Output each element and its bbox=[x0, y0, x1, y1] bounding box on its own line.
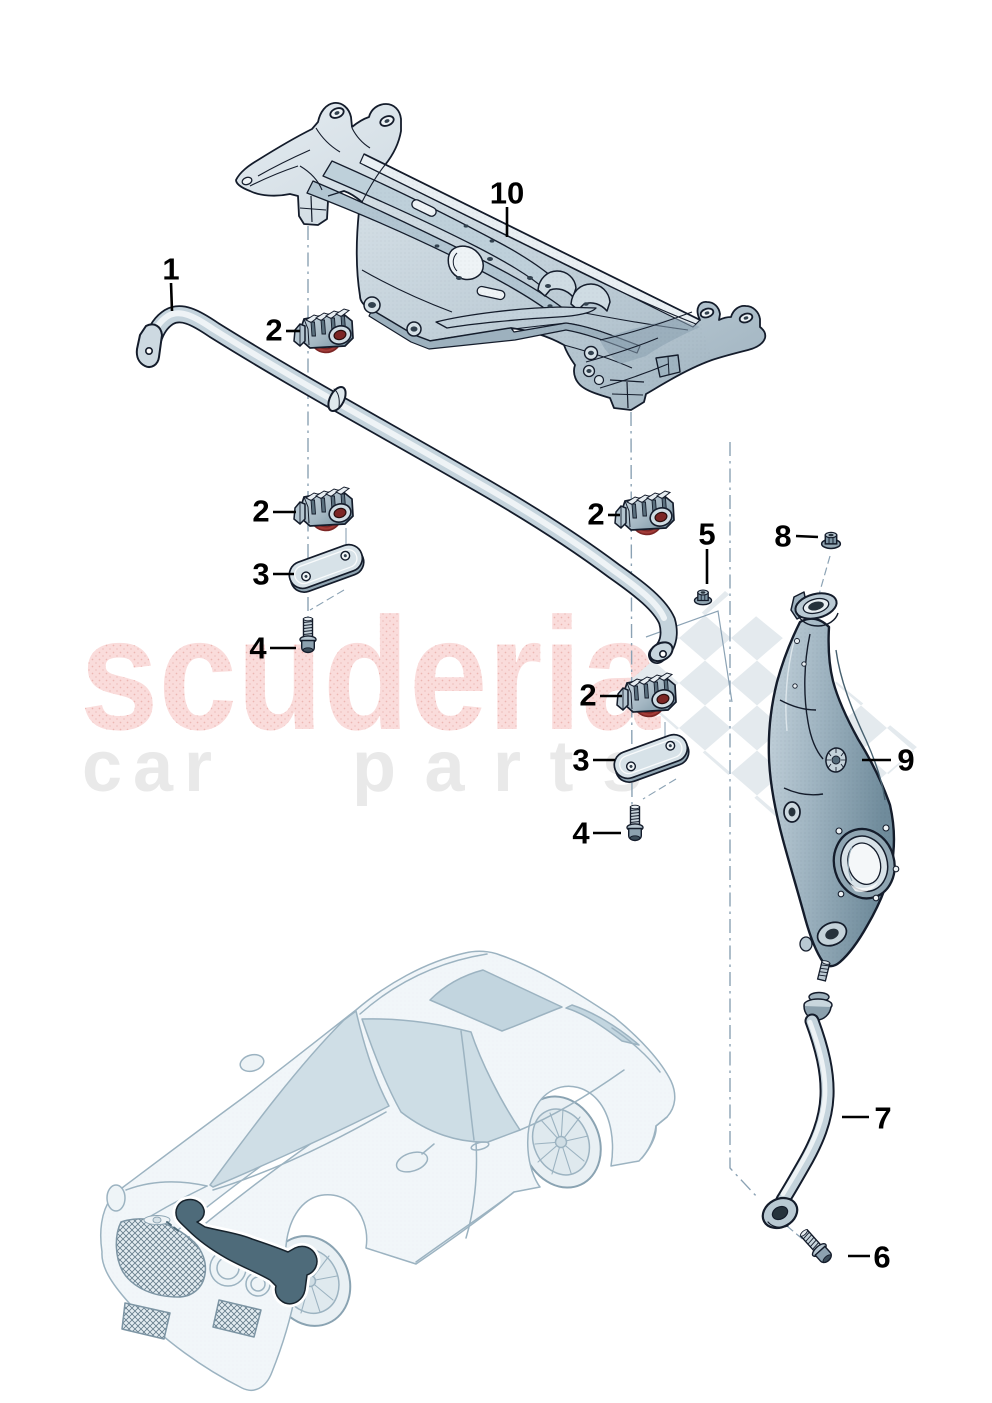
callout-labels: 1 10 2 2 2 2 3 3 4 4 5 8 9 7 6 bbox=[162, 176, 914, 1275]
callout-number-2: 2 bbox=[252, 494, 269, 529]
callout-number-9: 9 bbox=[897, 743, 914, 778]
checkered-flag-cell bbox=[887, 615, 918, 661]
car-mirror-right-stalk bbox=[421, 1143, 435, 1155]
connector-plate-right-diag bbox=[642, 778, 677, 800]
checkered-flag-cell bbox=[887, 591, 918, 616]
checkered-flag-cell bbox=[679, 660, 731, 706]
checkered-flag-cell bbox=[835, 481, 887, 526]
checkered-flag-cell bbox=[939, 571, 991, 616]
callout-number-4: 4 bbox=[249, 631, 267, 666]
checkered-flag-cell bbox=[731, 615, 783, 661]
checkered-flag-cell bbox=[679, 705, 731, 751]
callout-number-6: 6 bbox=[873, 1240, 890, 1275]
car-illustration bbox=[99, 950, 676, 1392]
checkered-flag-cell bbox=[835, 591, 887, 616]
car-highlight-arrow bbox=[166, 1221, 182, 1234]
callout-number-2: 2 bbox=[265, 313, 282, 348]
connector-plate-left-diag bbox=[309, 589, 345, 611]
car-door-handle bbox=[470, 1141, 490, 1151]
watermark-brand-dots: scuderia bbox=[80, 584, 661, 763]
callout-number-4: 4 bbox=[572, 816, 590, 851]
checkered-flag-cell bbox=[731, 840, 783, 845]
connector-nut8 bbox=[817, 555, 831, 599]
callout-leader-line bbox=[795, 534, 819, 539]
callout-number-7: 7 bbox=[874, 1101, 891, 1136]
car-intake-left bbox=[121, 1302, 171, 1340]
car-door-cut bbox=[465, 1141, 478, 1239]
part-nut-5 bbox=[693, 589, 713, 606]
callout-number-5: 5 bbox=[698, 517, 715, 552]
checkered-flag-cell bbox=[939, 661, 991, 706]
bar-left-end-hole bbox=[145, 346, 154, 355]
car-fender-crease bbox=[125, 1181, 208, 1191]
checkered-flag-cell bbox=[731, 660, 783, 706]
bar-collar bbox=[327, 385, 347, 413]
checkered-flag-cell bbox=[731, 591, 783, 616]
bar-right-end-hole bbox=[658, 649, 667, 658]
callout-number-3: 3 bbox=[252, 557, 269, 592]
part-clamp-3 bbox=[615, 491, 674, 533]
part-nut-8 bbox=[820, 531, 842, 550]
bar-left-end-tab bbox=[135, 323, 164, 368]
part-subframe bbox=[235, 102, 767, 411]
axis-far-right bbox=[729, 442, 759, 1199]
car-headlight-left bbox=[106, 1184, 126, 1212]
part-link-rod bbox=[761, 960, 835, 1230]
checkered-flag-cell bbox=[887, 526, 939, 571]
car-b-pillar bbox=[460, 1030, 475, 1141]
car-rear-wheel bbox=[520, 1095, 602, 1189]
axis-right bbox=[630, 411, 633, 811]
car-mirror-right bbox=[395, 1151, 429, 1173]
part-clamp-2 bbox=[294, 487, 353, 529]
car-sunroof bbox=[429, 969, 563, 1032]
watermark-tagline-parts: parts bbox=[352, 727, 682, 807]
car-roof-edge bbox=[359, 953, 488, 1015]
checkered-flag-cell bbox=[939, 616, 991, 661]
car-trunk-line bbox=[611, 1027, 661, 1073]
car-rear-wheel-spokes bbox=[534, 1108, 589, 1175]
part-stabilizer-bar bbox=[135, 305, 678, 664]
car-mirror-left bbox=[239, 1053, 265, 1073]
callout-number-1: 1 bbox=[162, 252, 179, 287]
watermark-brand-text: scuderia bbox=[80, 584, 661, 763]
car-badge bbox=[143, 1215, 171, 1225]
part-bolt-4b bbox=[626, 804, 644, 842]
checkered-flag-cell bbox=[835, 526, 887, 571]
callout-number-2: 2 bbox=[579, 678, 596, 713]
car-beltline bbox=[519, 1069, 625, 1131]
callout-number-10: 10 bbox=[490, 176, 524, 211]
car-tail-line bbox=[641, 1116, 668, 1159]
callout-number-3: 3 bbox=[572, 743, 589, 778]
part-clamp-1 bbox=[294, 309, 353, 351]
car-cowl-line bbox=[212, 1111, 387, 1191]
checkered-flag-cell bbox=[939, 751, 991, 796]
car-sill-line bbox=[415, 1191, 515, 1263]
subframe-arm-tip-hole bbox=[241, 176, 253, 186]
car-windshield bbox=[209, 1010, 390, 1188]
checkered-flag-cell bbox=[835, 615, 887, 661]
callout-leader-line bbox=[169, 282, 174, 312]
checkered-flag-cell bbox=[679, 795, 731, 841]
checkered-flag-cell bbox=[679, 615, 731, 661]
checkered-flag-cell bbox=[783, 436, 835, 481]
checkered-flag-cell bbox=[887, 660, 918, 706]
part-knuckle bbox=[767, 591, 900, 968]
callout-number-8: 8 bbox=[774, 519, 791, 554]
watermark-tagline-car: car bbox=[82, 727, 260, 807]
knuckle-bottom-boss bbox=[799, 936, 813, 952]
car-intake-center bbox=[212, 1299, 262, 1338]
connector-bolt6 bbox=[786, 1225, 807, 1243]
checkered-flag-cell bbox=[939, 706, 991, 751]
part-bolt-6 bbox=[799, 1228, 832, 1264]
callout-number-2: 2 bbox=[587, 497, 604, 532]
car-highlight-part bbox=[175, 1198, 318, 1305]
link-ball-stud bbox=[816, 960, 831, 982]
